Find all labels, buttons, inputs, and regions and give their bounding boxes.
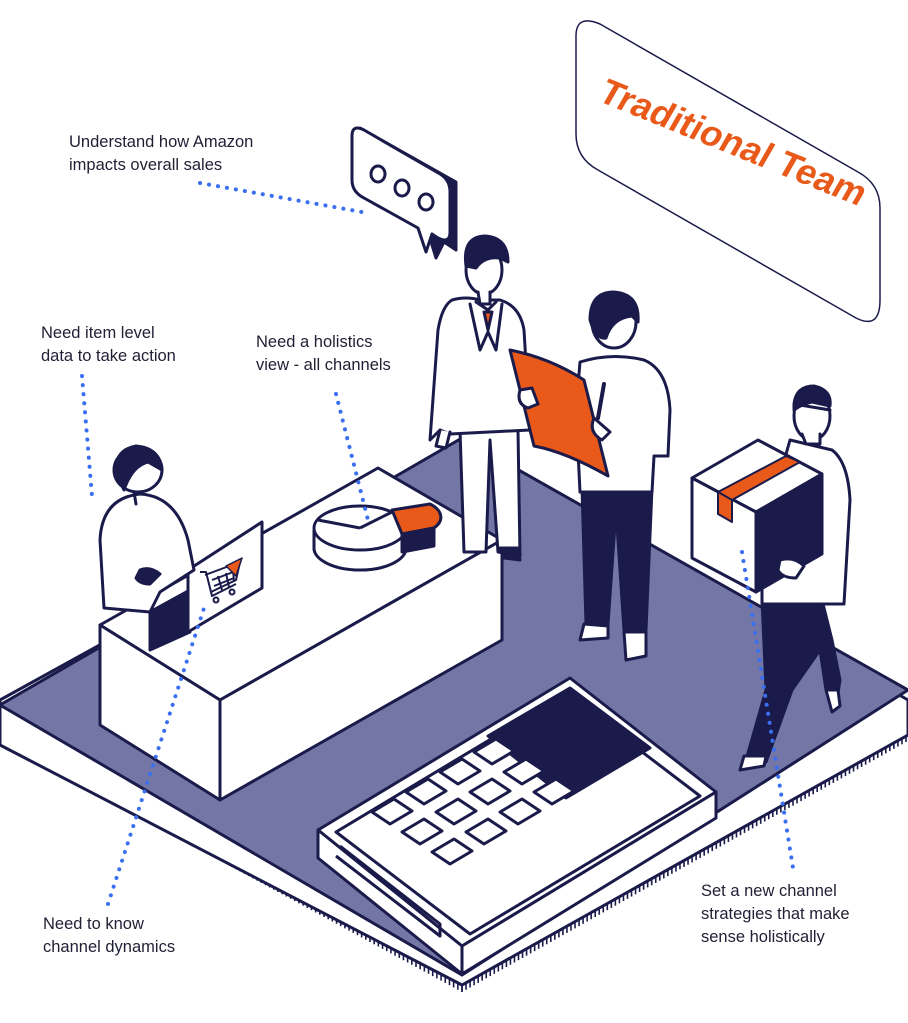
speech-bubble	[350, 126, 458, 260]
pie-chart	[312, 502, 443, 572]
callout-amazon: Understand how Amazon impacts overall sa…	[69, 133, 254, 174]
title-sign: Traditional Team	[575, 20, 881, 323]
woman-seated-figure	[98, 444, 196, 614]
dot-icon	[369, 164, 387, 184]
keypad-key	[464, 817, 508, 846]
standing-man-figure	[428, 234, 532, 562]
callout-strategies: Set a new channel strategies that make s…	[701, 882, 850, 946]
keypad-key	[404, 777, 448, 806]
keypad-key	[498, 797, 542, 826]
keypad-key	[434, 797, 478, 826]
dot-icon	[417, 192, 435, 212]
leader-holistic	[334, 392, 370, 522]
keypad-key	[400, 817, 444, 846]
keypad-key	[502, 757, 546, 786]
keypad-key	[430, 837, 474, 866]
keypad-key	[468, 777, 512, 806]
payment-terminal	[316, 676, 718, 976]
laptop	[186, 520, 264, 634]
leader-strategies	[740, 550, 796, 876]
keypad-key	[438, 757, 482, 786]
dot-icon	[393, 178, 411, 198]
callout-holistic: Need a holistics view - all channels	[256, 333, 391, 374]
leader-channel-dynamics	[106, 600, 208, 906]
keypad-key	[472, 737, 516, 766]
callout-item-level: Need item level data to take action	[41, 324, 176, 365]
keypad-key	[532, 777, 576, 806]
keypad	[370, 737, 576, 866]
woman-with-sheet-figure	[508, 290, 672, 662]
keypad-key	[370, 797, 414, 826]
callout-channel-dynamics: Need to know channel dynamics	[43, 915, 176, 956]
callout-leaders	[80, 181, 796, 906]
leader-amazon	[198, 181, 364, 214]
cardboard-box	[690, 438, 824, 594]
leader-item-level	[80, 374, 94, 498]
